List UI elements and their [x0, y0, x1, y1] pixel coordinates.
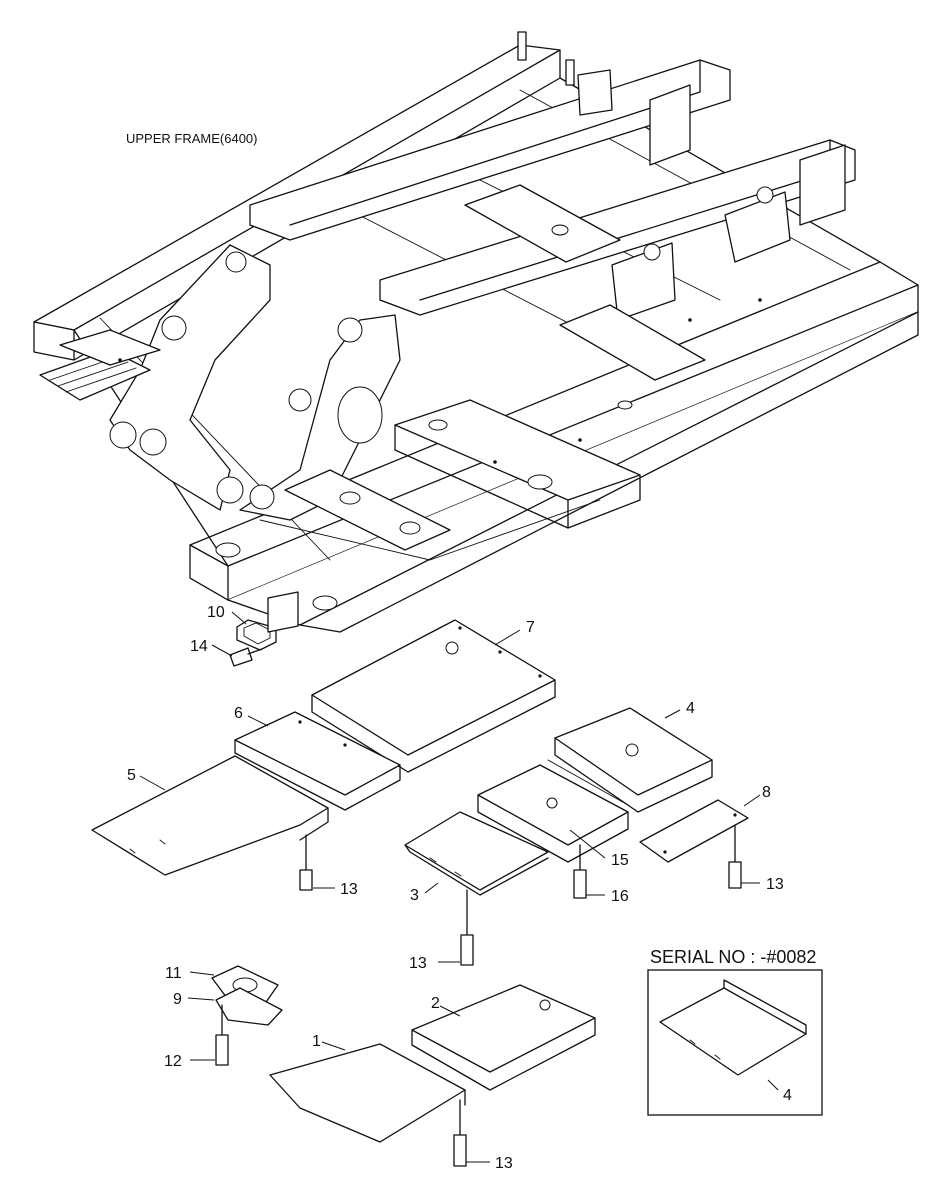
callout-1: 1	[312, 1033, 321, 1050]
callout-6: 6	[234, 705, 243, 722]
part-14-bolt	[229, 647, 263, 667]
bolt-13-c	[728, 824, 742, 889]
callout-9: 9	[173, 991, 182, 1008]
callout-4: 4	[686, 700, 695, 717]
callout-14: 14	[190, 638, 208, 655]
callout-5: 5	[127, 767, 136, 784]
part-6-cover	[234, 711, 401, 811]
part-1-cover	[269, 1043, 466, 1143]
part-15-cover	[477, 759, 629, 863]
part-10-bracket	[236, 591, 299, 651]
callout-13-d: 13	[495, 1155, 513, 1172]
callout-7: 7	[526, 619, 535, 636]
callout-labels: 10 14 7 6 4 5 8 15 13 3 16 13 13 11 9 2 …	[127, 604, 792, 1172]
callout-13-c: 13	[766, 876, 784, 893]
callout-8: 8	[762, 784, 771, 801]
callout-16: 16	[611, 888, 629, 905]
part-2-cover	[411, 984, 596, 1091]
bolt-13-b	[460, 889, 474, 966]
part-4-cover	[554, 707, 713, 813]
bolt-16	[573, 844, 587, 899]
serial-note: SERIAL NO : -#0082	[650, 947, 816, 967]
diagram-title: UPPER FRAME(6400)	[126, 131, 257, 146]
leader-lines	[139, 611, 761, 1163]
callout-2: 2	[431, 995, 440, 1012]
part-3-cover	[404, 811, 549, 896]
callout-3: 3	[410, 887, 419, 904]
callout-10: 10	[207, 604, 225, 621]
part-7-cover	[311, 619, 556, 773]
callout-4-inset: 4	[783, 1087, 792, 1104]
part-9-plate	[215, 987, 283, 1026]
bolt-13-d	[453, 1099, 467, 1167]
part-8-plate	[639, 799, 749, 863]
callout-15: 15	[611, 852, 629, 869]
callout-11: 11	[165, 965, 182, 982]
part-5-cover	[91, 755, 329, 876]
callout-13-b: 13	[409, 955, 427, 972]
bolt-13-a	[299, 834, 313, 891]
callout-13-a: 13	[340, 881, 358, 898]
bolt-12	[215, 1004, 229, 1066]
callout-12: 12	[164, 1053, 182, 1070]
serial-inset	[647, 969, 823, 1116]
upper-frame	[33, 31, 919, 633]
